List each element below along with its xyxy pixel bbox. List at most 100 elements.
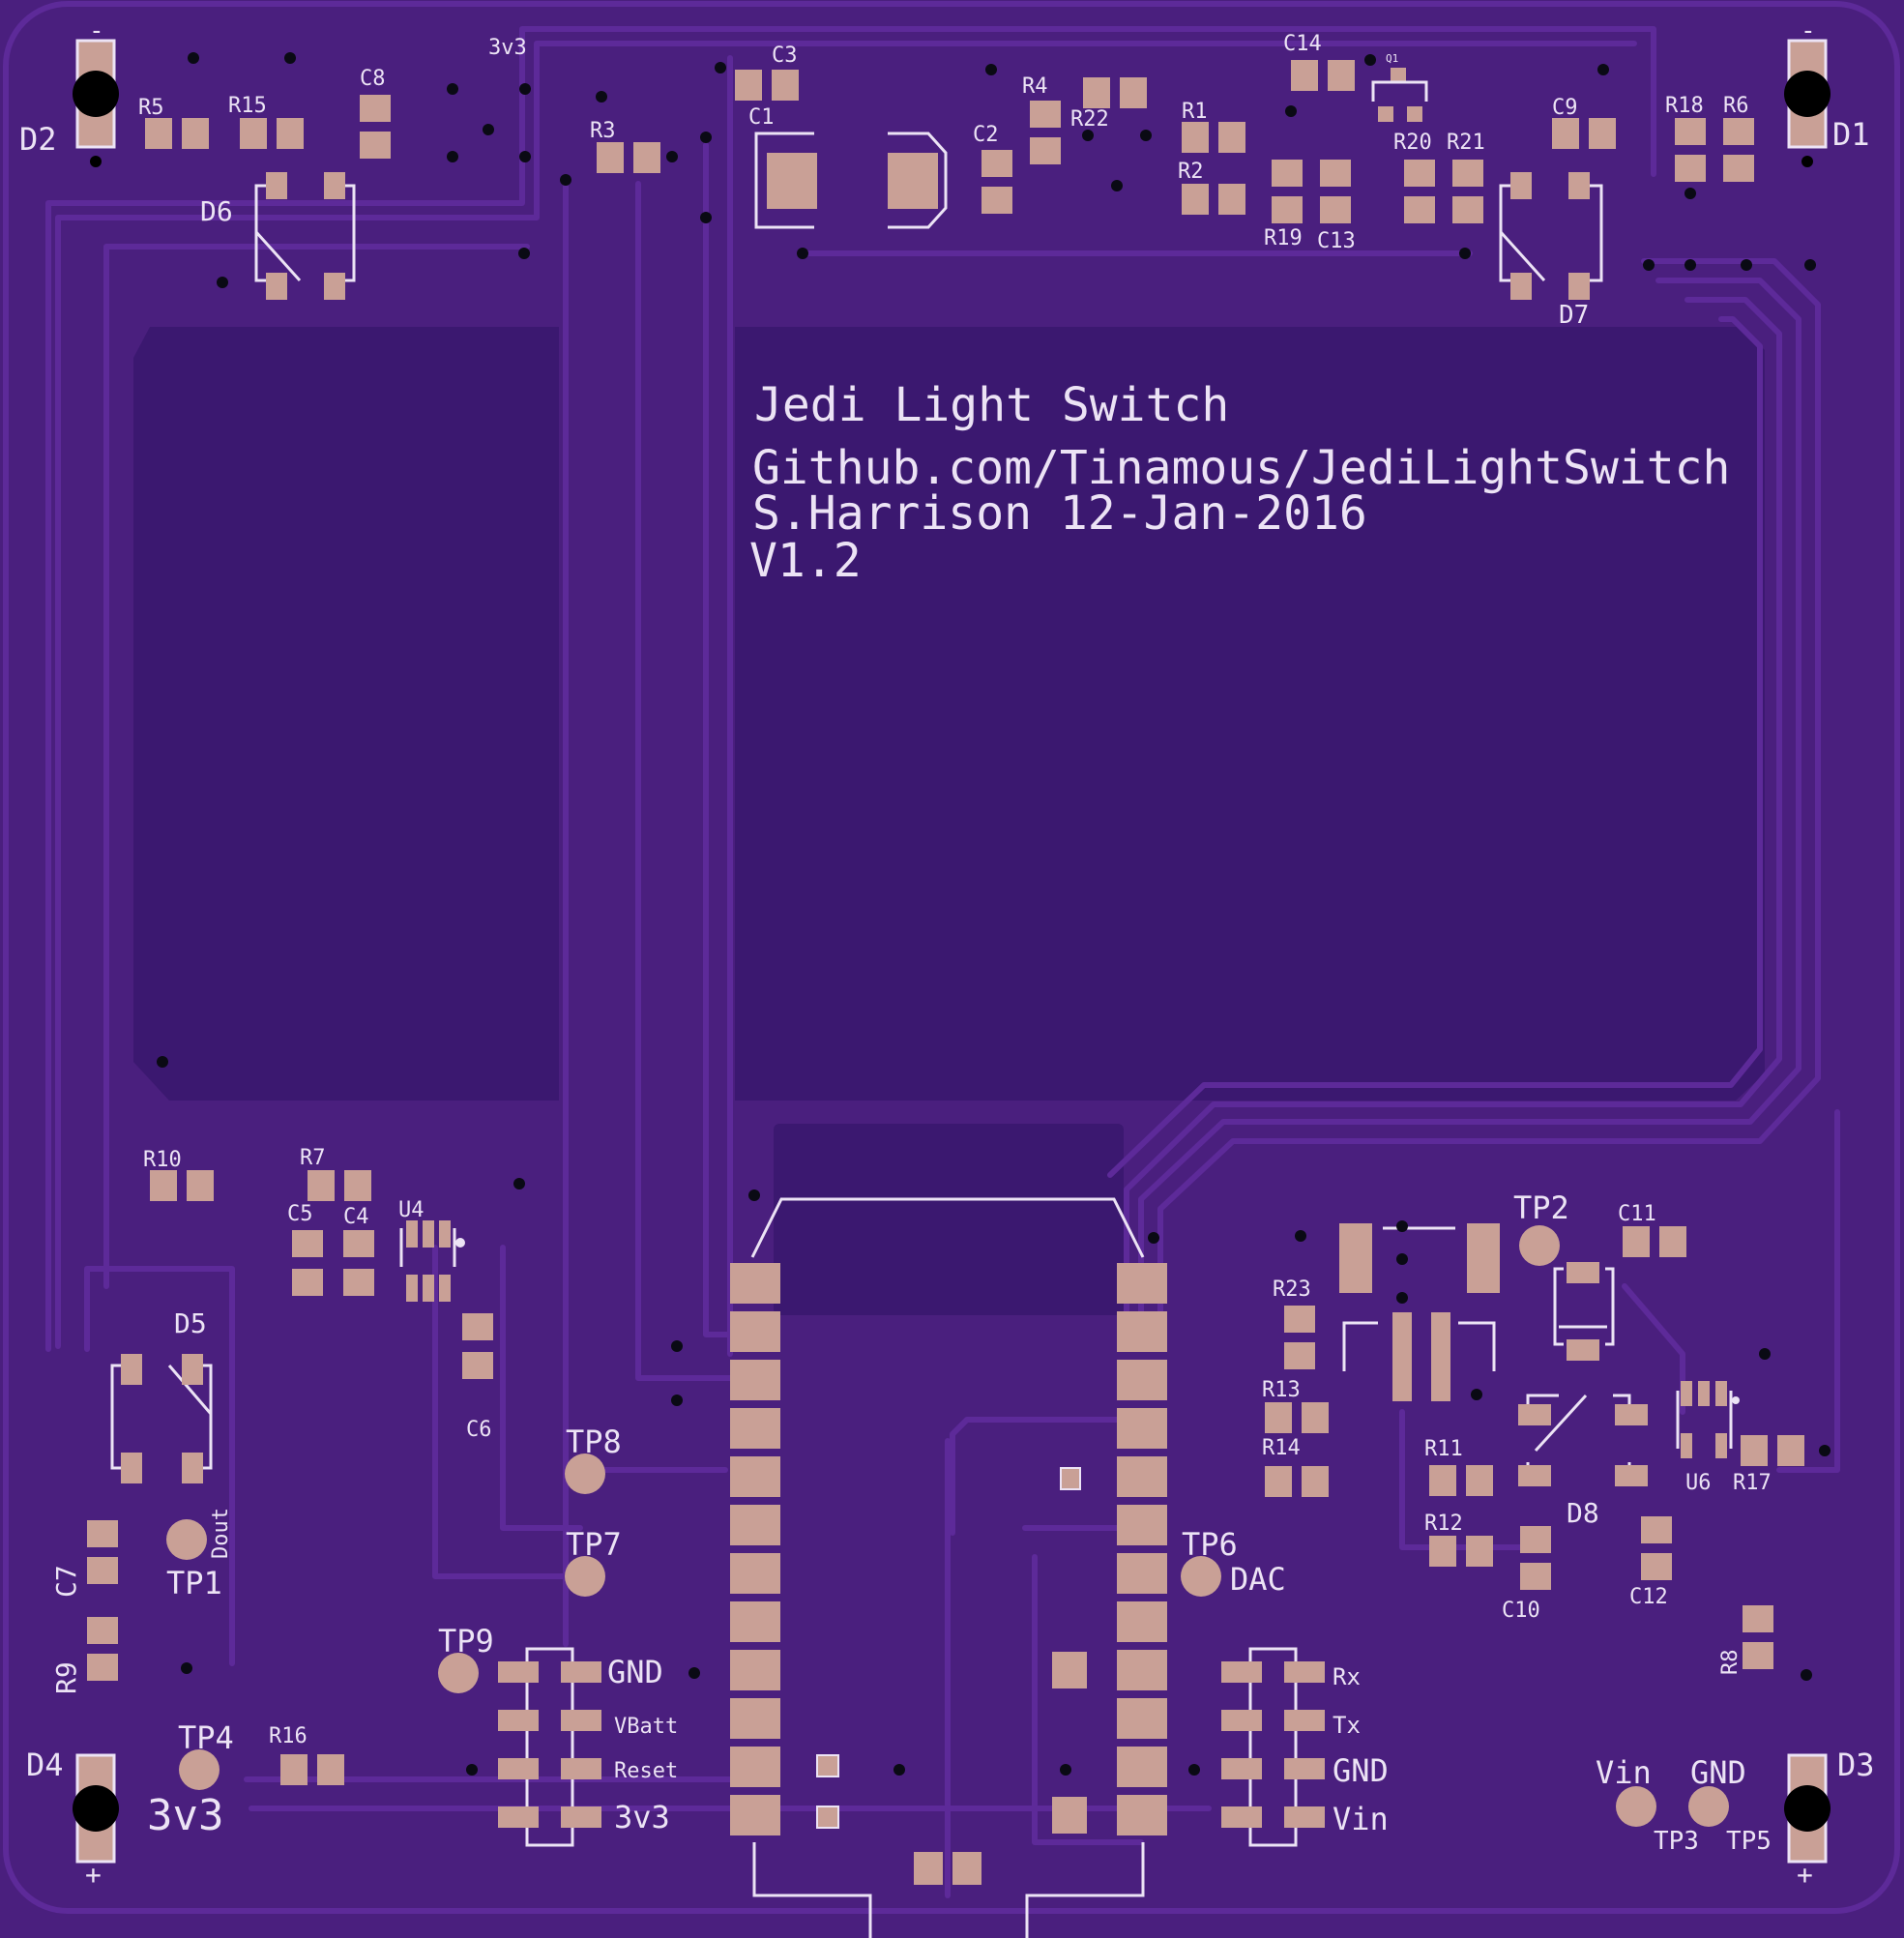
vias — [157, 52, 1831, 1776]
header-right-label-1: Tx — [1333, 1712, 1361, 1739]
label-tp1: TP1 — [166, 1565, 222, 1601]
title-line-3: S.Harrison 12-Jan-2016 — [752, 486, 1367, 541]
header-left-label-3: 3v3 — [614, 1799, 670, 1835]
module-pad-right-8 — [1117, 1601, 1167, 1642]
label-r23: R23 — [1273, 1277, 1311, 1302]
q1-outline — [1371, 80, 1428, 102]
label-c2: C2 — [973, 123, 999, 147]
module-pad-left-7 — [730, 1553, 780, 1594]
label-c1: C1 — [748, 105, 775, 130]
module-pad-right-1 — [1117, 1263, 1167, 1304]
header-left-footprint — [498, 1647, 601, 1847]
module-pad-left-1 — [730, 1263, 780, 1304]
diode-d8 — [1518, 1394, 1648, 1486]
label-r18: R18 — [1665, 94, 1704, 118]
header-right-label-3: Vin — [1333, 1801, 1389, 1837]
label-c7: C7 — [50, 1565, 82, 1598]
pads-top — [145, 60, 1754, 223]
module-pad-right-11 — [1117, 1747, 1167, 1787]
label-c14: C14 — [1283, 32, 1322, 56]
module-pad-left-2 — [730, 1311, 780, 1352]
capacitive-pad-main — [735, 327, 1765, 1101]
label-vin: Vin — [1596, 1754, 1652, 1791]
module-pad-left-8 — [730, 1601, 780, 1642]
header-left-label-1: VBatt — [614, 1715, 678, 1739]
module-pad-right-9 — [1117, 1650, 1167, 1690]
label-c13: C13 — [1317, 229, 1356, 253]
label-c8: C8 — [360, 67, 386, 91]
label-r22: R22 — [1070, 107, 1109, 132]
header-right-label-2: GND — [1333, 1752, 1389, 1789]
label-tp9: TP9 — [438, 1623, 494, 1659]
label-d2: D2 — [19, 121, 57, 158]
traces — [45, 26, 1840, 1898]
label-d8: D8 — [1567, 1497, 1599, 1529]
label-3v3-tp4: 3v3 — [147, 1791, 223, 1840]
label-tp4: TP4 — [178, 1719, 234, 1756]
header-right-footprint — [1221, 1647, 1325, 1847]
label-r7: R7 — [300, 1146, 326, 1170]
label-r5: R5 — [138, 96, 164, 120]
module-pad-left-6 — [730, 1505, 780, 1545]
label-r14: R14 — [1262, 1436, 1301, 1460]
label-r4: R4 — [1022, 74, 1048, 99]
label-gnd: GND — [1690, 1754, 1746, 1791]
module-pad-right-2 — [1117, 1311, 1167, 1352]
module-pour — [774, 1124, 1124, 1315]
label-u6: U6 — [1685, 1471, 1712, 1495]
label-c11: C11 — [1618, 1202, 1656, 1226]
capacitive-pad-left — [133, 327, 559, 1101]
label-d5: D5 — [174, 1307, 207, 1339]
label-r12: R12 — [1424, 1512, 1463, 1536]
title-line-4: V1.2 — [749, 534, 862, 588]
header-right-labels: Rx Tx GND Vin — [1333, 1663, 1389, 1837]
label-c6: C6 — [466, 1418, 492, 1442]
diode-d5 — [110, 1354, 213, 1483]
label-r10: R10 — [143, 1148, 182, 1172]
label-r2: R2 — [1178, 160, 1204, 184]
regulator-region — [1265, 1223, 1804, 1669]
test-points — [166, 1225, 1729, 1827]
label-r19: R19 — [1264, 226, 1303, 250]
module-pad-left-3 — [730, 1360, 780, 1400]
label-r6: R6 — [1723, 94, 1749, 118]
title-line-1: Jedi Light Switch — [754, 378, 1229, 432]
module-pad-right-6 — [1117, 1505, 1167, 1545]
header-left-labels: GND VBatt Reset 3v3 — [607, 1654, 678, 1835]
led-d4 — [73, 1753, 119, 1864]
label-r15: R15 — [228, 94, 267, 118]
label-dac: DAC — [1230, 1561, 1286, 1598]
title-line-2: Github.com/Tinamous/JediLightSwitch — [752, 441, 1730, 495]
led-d3 — [1784, 1753, 1831, 1864]
label-r21: R21 — [1447, 131, 1485, 155]
label-r13: R13 — [1262, 1378, 1301, 1402]
label-c4: C4 — [343, 1205, 369, 1229]
module-pad-left-9 — [730, 1650, 780, 1690]
module-pad-left-5 — [730, 1456, 780, 1497]
label-r3: R3 — [590, 119, 616, 143]
label-plus-d2: - — [89, 16, 104, 45]
label-r20: R20 — [1393, 131, 1432, 155]
module-pad-right-3 — [1117, 1360, 1167, 1400]
led-d2 — [73, 39, 119, 167]
module-pad-left-12 — [730, 1795, 780, 1835]
label-tp5: TP5 — [1726, 1827, 1772, 1856]
label-q1: Q1 — [1386, 52, 1398, 65]
label-plus-d1: - — [1801, 16, 1816, 45]
u4-ic — [399, 1220, 465, 1302]
label-r1: R1 — [1182, 100, 1208, 124]
module-pad-right-12 — [1117, 1795, 1167, 1835]
label-d3: D3 — [1837, 1747, 1875, 1783]
label-c5: C5 — [287, 1202, 313, 1226]
header-right-label-0: Rx — [1333, 1663, 1361, 1690]
pads-left-bottom — [87, 1170, 493, 1785]
module-pad-right-7 — [1117, 1553, 1167, 1594]
header-left-label-2: Reset — [614, 1759, 678, 1783]
label-dout: Dout — [209, 1508, 233, 1559]
diode-d6 — [254, 172, 356, 300]
label-r11: R11 — [1424, 1437, 1463, 1461]
c1-outline — [754, 132, 948, 229]
label-r17: R17 — [1733, 1471, 1772, 1495]
diode-d7 — [1499, 172, 1603, 300]
